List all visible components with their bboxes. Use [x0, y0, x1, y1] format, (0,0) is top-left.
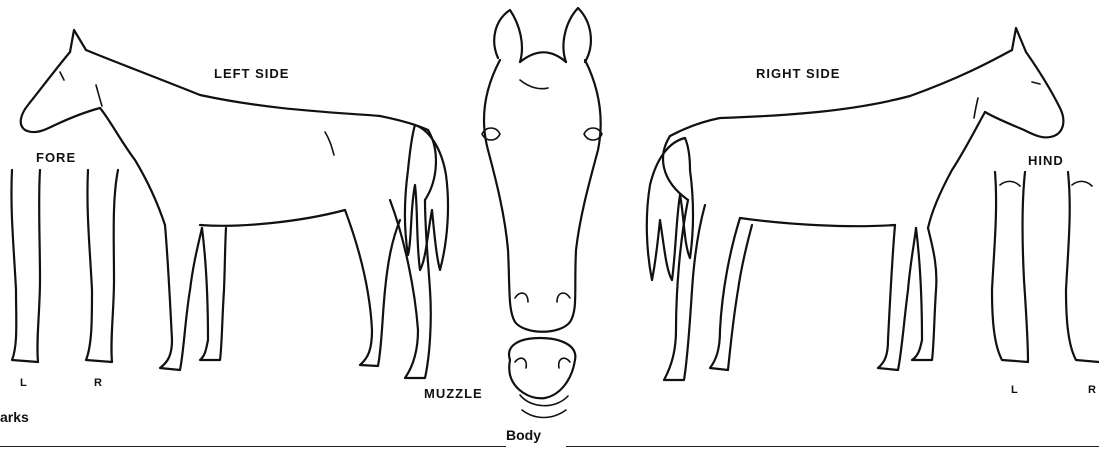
front-face — [482, 8, 602, 332]
body-right-rule — [566, 446, 1099, 447]
body-caption: Body — [506, 427, 541, 443]
left-side-label: LEFT SIDE — [214, 66, 289, 81]
right-side-horse — [647, 28, 1064, 380]
hind-left-label: L — [1011, 384, 1018, 396]
hind-right-label: R — [1088, 384, 1096, 396]
left-side-horse — [21, 30, 448, 378]
muzzle-label: MUZZLE — [424, 386, 483, 401]
fore-left-label: L — [20, 377, 27, 389]
fore-legs — [11, 170, 118, 362]
muzzle-drawing — [509, 338, 575, 418]
hind-legs — [992, 172, 1099, 362]
body-left-rule — [0, 446, 506, 447]
hind-label: HIND — [1028, 153, 1064, 168]
fore-label: FORE — [36, 150, 76, 165]
right-side-label: RIGHT SIDE — [756, 66, 840, 81]
markings-caption: arks — [0, 409, 29, 425]
fore-right-label: R — [94, 377, 102, 389]
